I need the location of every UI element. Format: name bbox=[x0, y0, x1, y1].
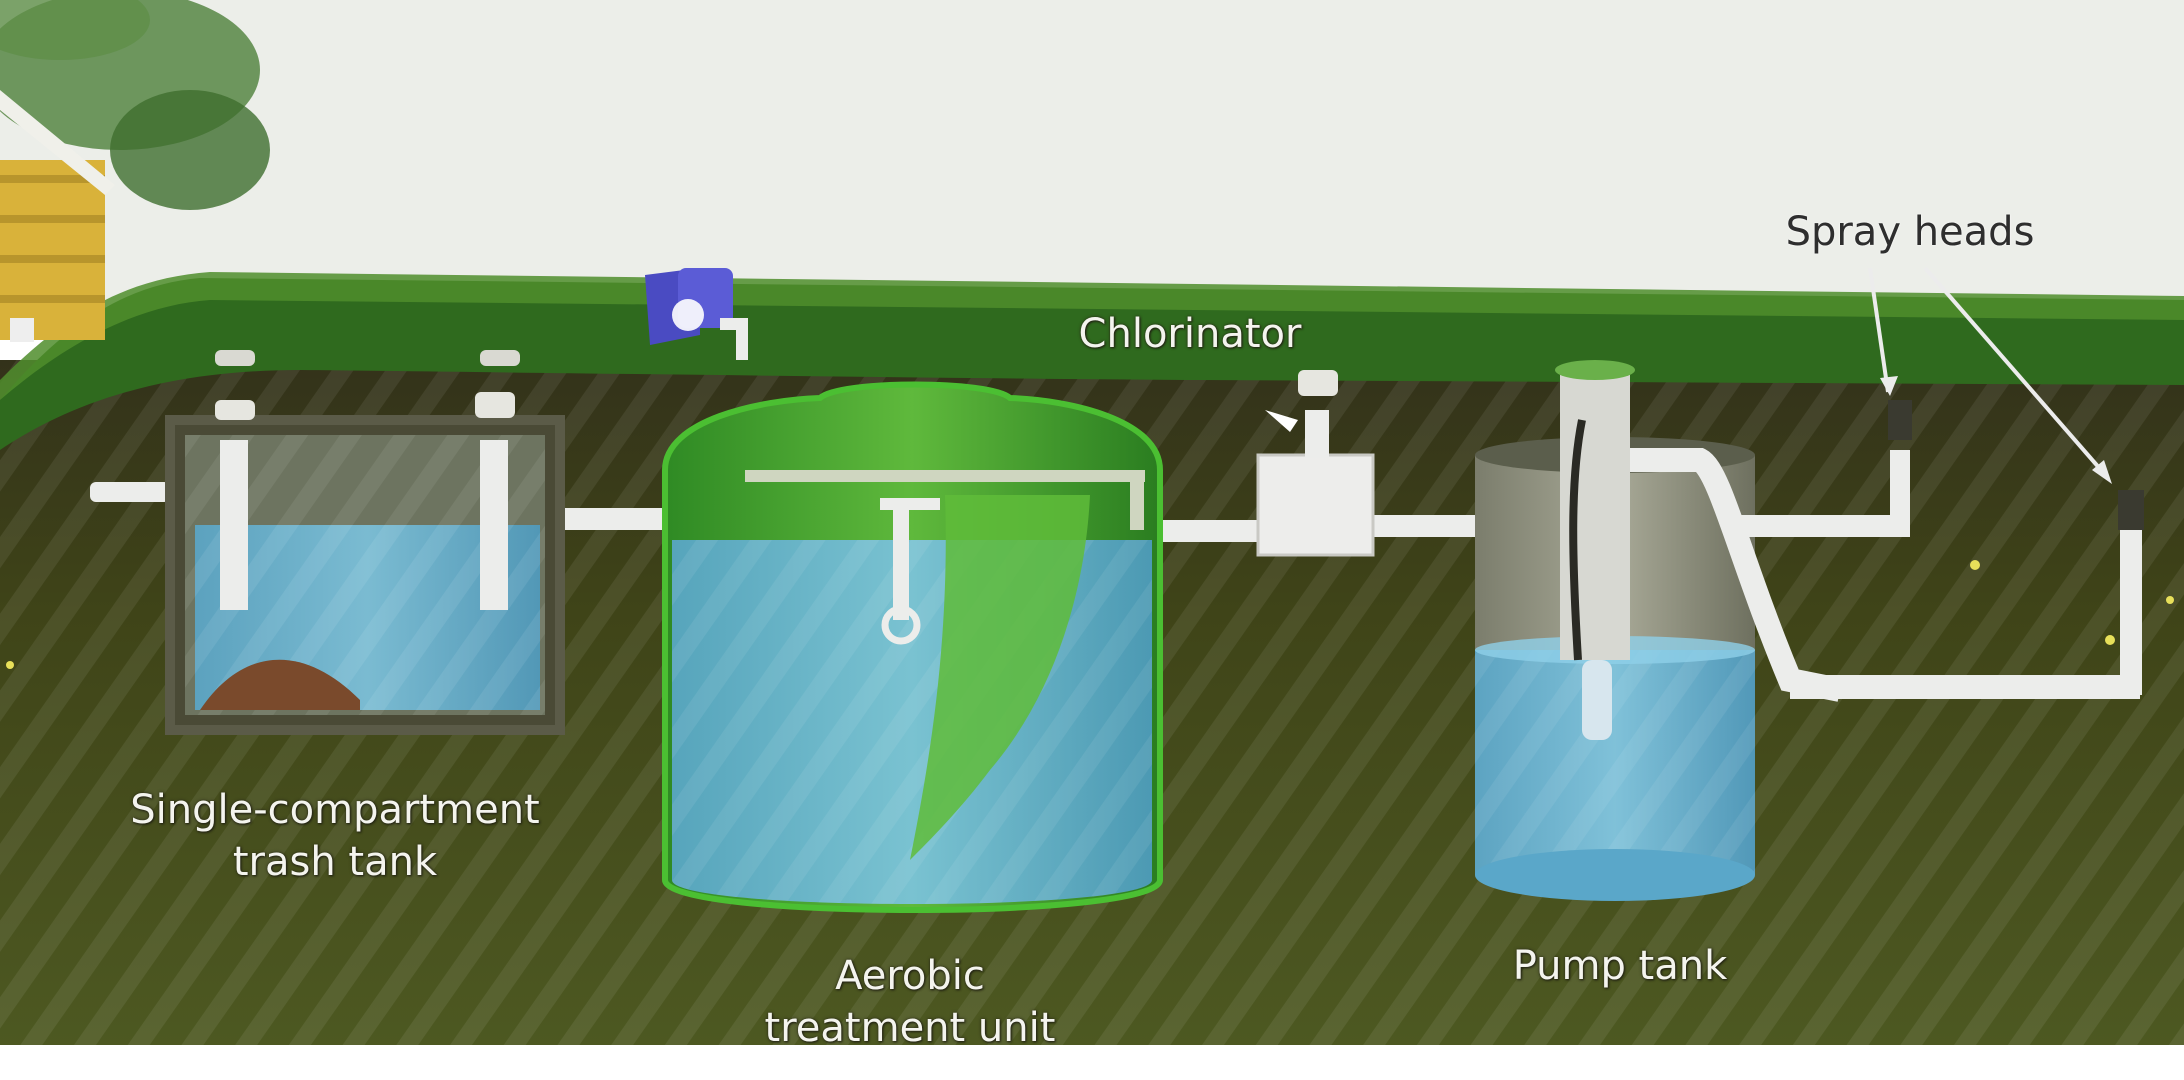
inlet-pipe bbox=[90, 482, 170, 502]
pump-tank-label-text: Pump tank bbox=[1512, 943, 1728, 989]
trash-tank-label-line2: trash tank bbox=[232, 839, 438, 885]
chlorinator-label: Chlorinator bbox=[1040, 308, 1340, 360]
spray-heads-label-text: Spray heads bbox=[1785, 209, 2035, 255]
aerobic-unit-label: Aerobic treatment unit bbox=[720, 950, 1100, 1054]
distribution-pipes bbox=[1740, 400, 2144, 699]
pipe-chlorinator-to-pump bbox=[1370, 515, 1480, 537]
spray-head-pointers bbox=[1868, 266, 2112, 484]
tree-icon bbox=[0, 0, 270, 210]
trash-tank bbox=[165, 350, 565, 735]
pipe-trash-to-aerobic bbox=[560, 508, 680, 530]
soil-specks bbox=[6, 560, 2174, 669]
trash-tank-label-line1: Single-compartment bbox=[130, 787, 540, 833]
sky bbox=[0, 0, 2184, 300]
bottom-border bbox=[0, 1045, 2184, 1080]
blower-icon bbox=[645, 268, 748, 360]
chlorinator-label-text: Chlorinator bbox=[1078, 311, 1302, 357]
aerobic-unit-label-line2: treatment unit bbox=[764, 1005, 1056, 1051]
aerobic-treatment-unit bbox=[662, 381, 1163, 913]
grass-highlight bbox=[0, 272, 2184, 400]
spray-heads-label: Spray heads bbox=[1740, 206, 2080, 258]
grass-surface bbox=[0, 278, 2184, 450]
trash-tank-label: Single-compartment trash tank bbox=[95, 784, 575, 888]
house-icon bbox=[0, 90, 115, 342]
pump-tank-label: Pump tank bbox=[1470, 940, 1770, 992]
pump-tank bbox=[1475, 360, 1843, 901]
chlorinator-box bbox=[1256, 370, 1375, 557]
aerobic-unit-label-line1: Aerobic bbox=[835, 953, 985, 999]
